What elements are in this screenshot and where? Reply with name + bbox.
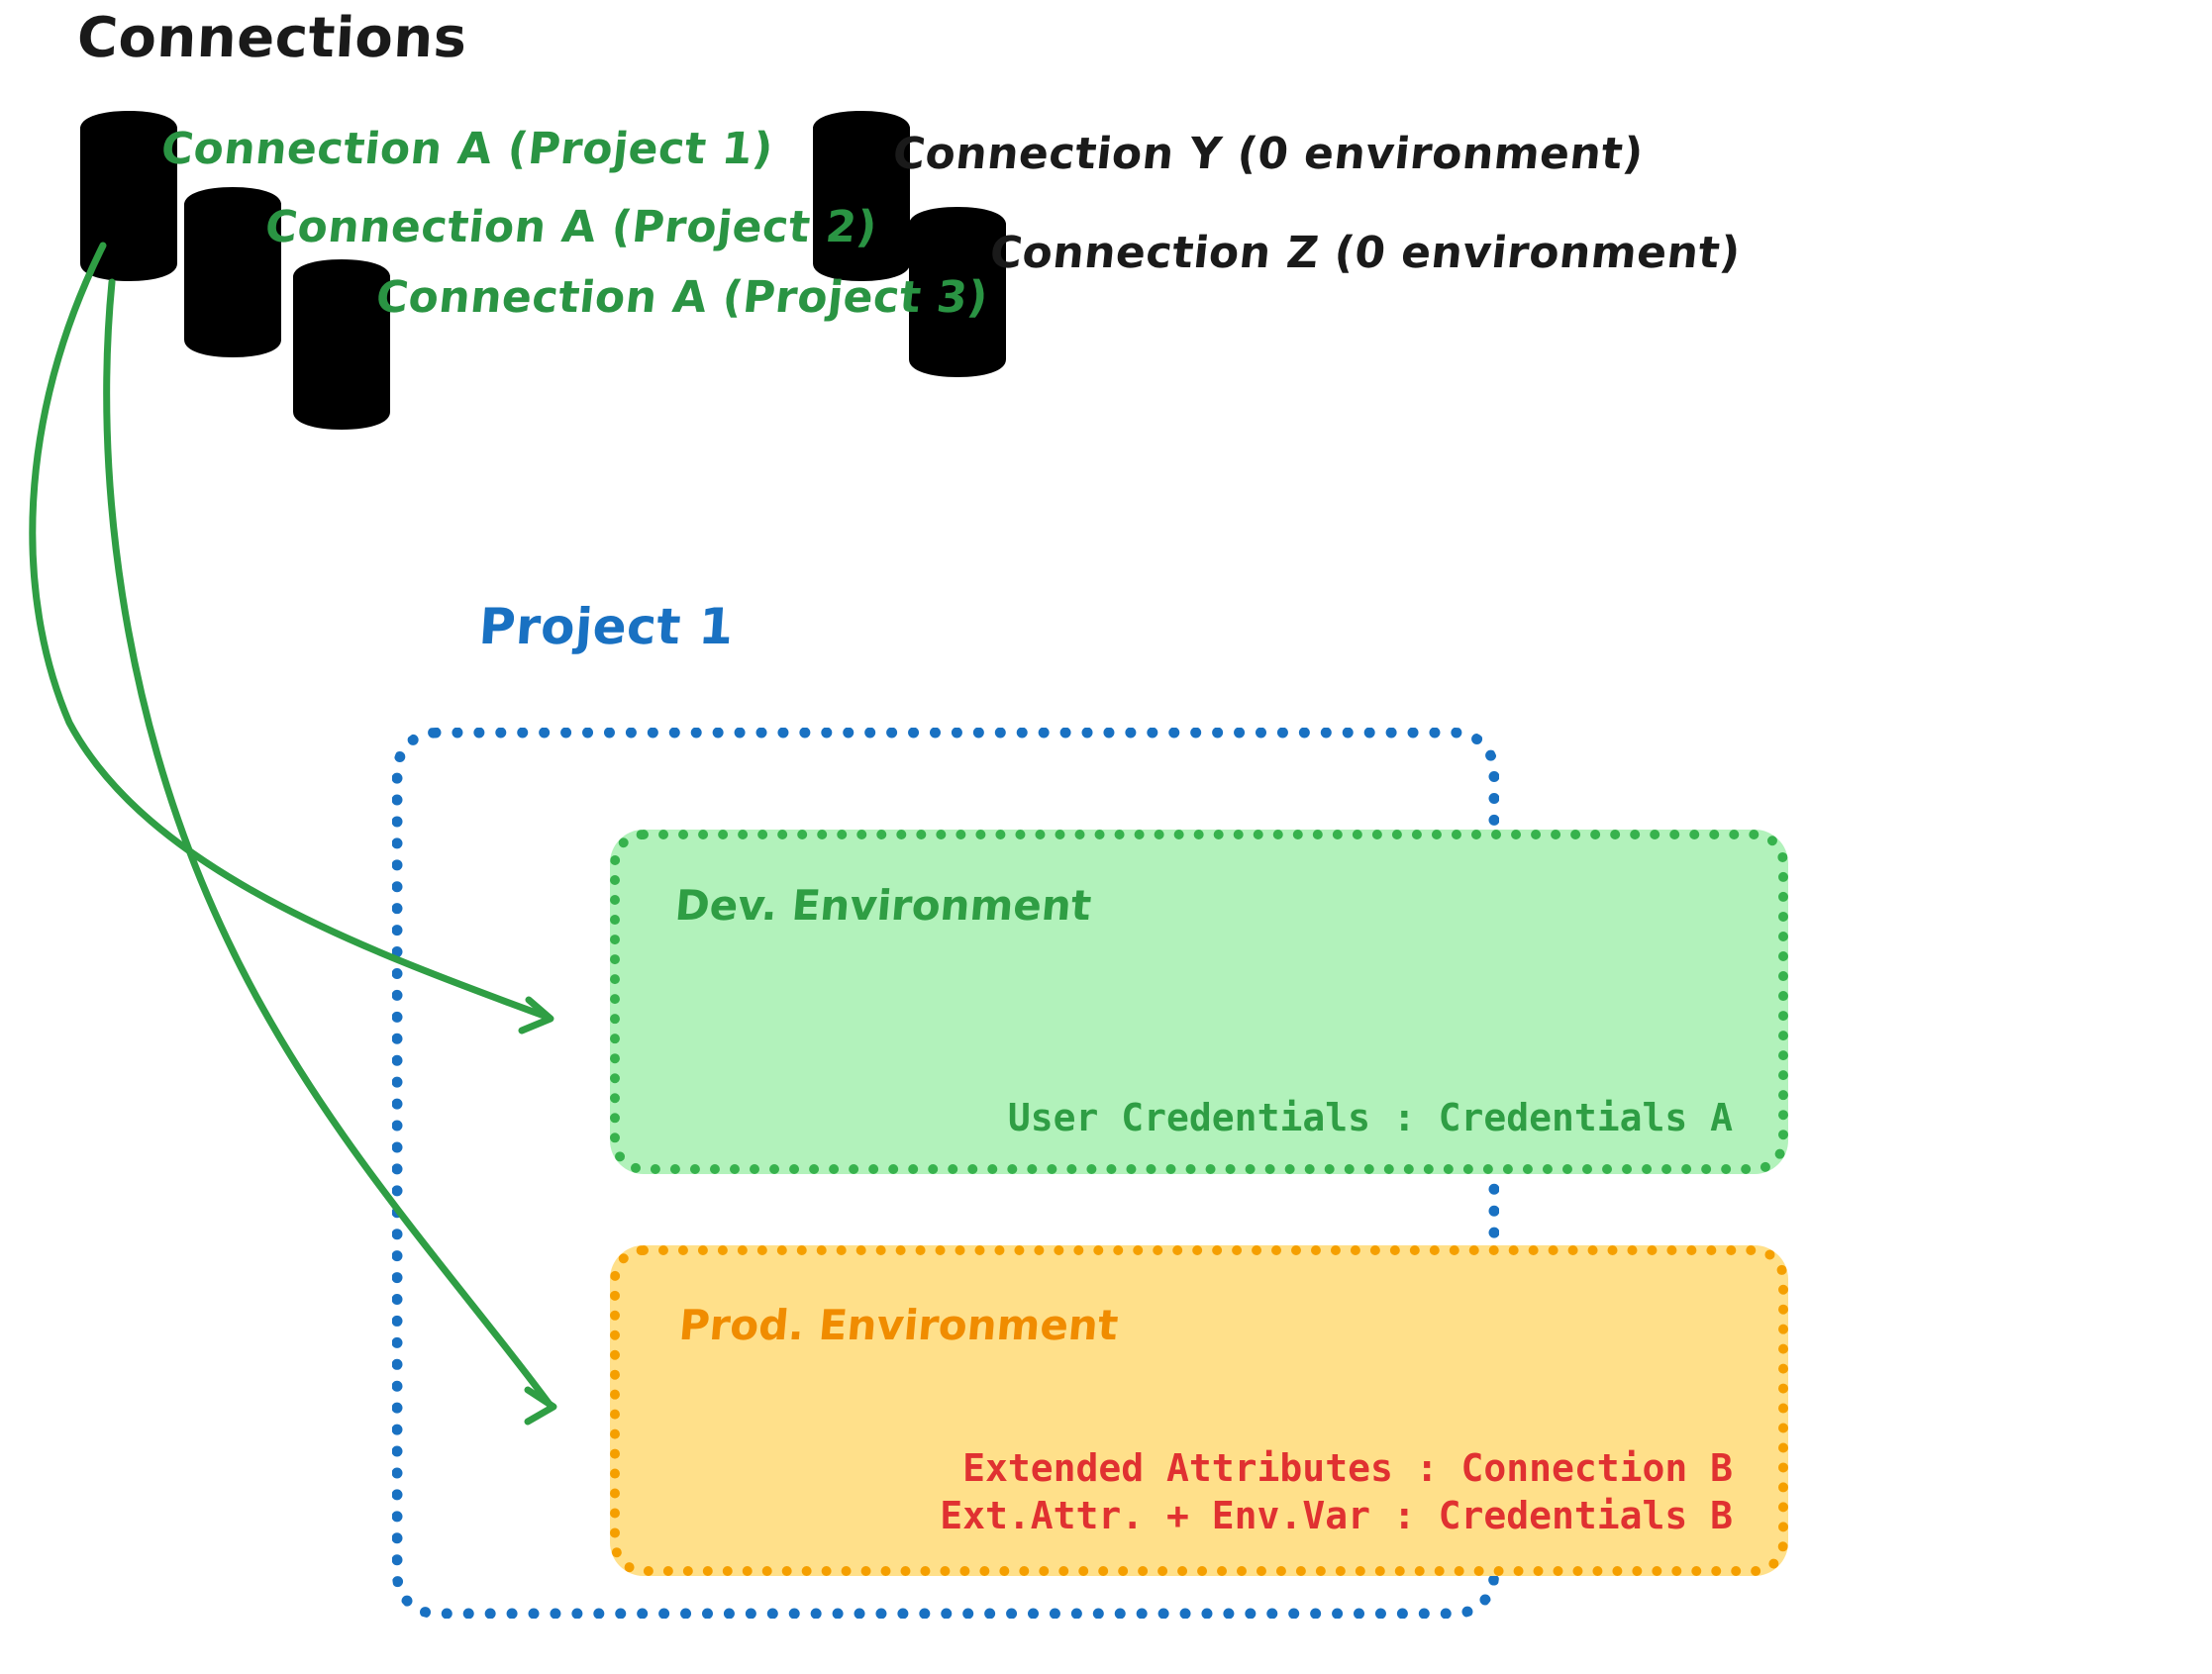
environment-box-prod: Prod. Environment Extended Attributes : … <box>610 1245 1788 1576</box>
connection-label-y: Connection Y (0 environment) <box>890 129 1647 179</box>
connection-label-a-project-2: Connection A (Project 2) <box>262 202 880 252</box>
environment-row: Extended Attributes : Connection B <box>962 1445 1733 1490</box>
environment-row: Ext.Attr. + Env.Var : Credentials B <box>940 1494 1733 1538</box>
environment-title-prod: Prod. Environment <box>676 1301 1121 1349</box>
page-title: Connections <box>75 6 469 70</box>
project-title: Project 1 <box>476 598 736 655</box>
connection-label-a-project-3: Connection A (Project 3) <box>373 272 991 323</box>
connection-label-z: Connection Z (0 environment) <box>987 228 1744 278</box>
environment-row: User Credentials : Credentials A <box>1007 1096 1733 1140</box>
environment-rows-dev: User Credentials : Credentials A <box>1008 1094 1733 1142</box>
environment-rows-prod: Extended Attributes : Connection B Ext.A… <box>940 1444 1733 1540</box>
environment-box-dev: Dev. Environment User Credentials : Cred… <box>610 830 1788 1174</box>
environment-title-dev: Dev. Environment <box>672 881 1094 930</box>
connection-label-a-project-1: Connection A (Project 1) <box>158 124 776 174</box>
